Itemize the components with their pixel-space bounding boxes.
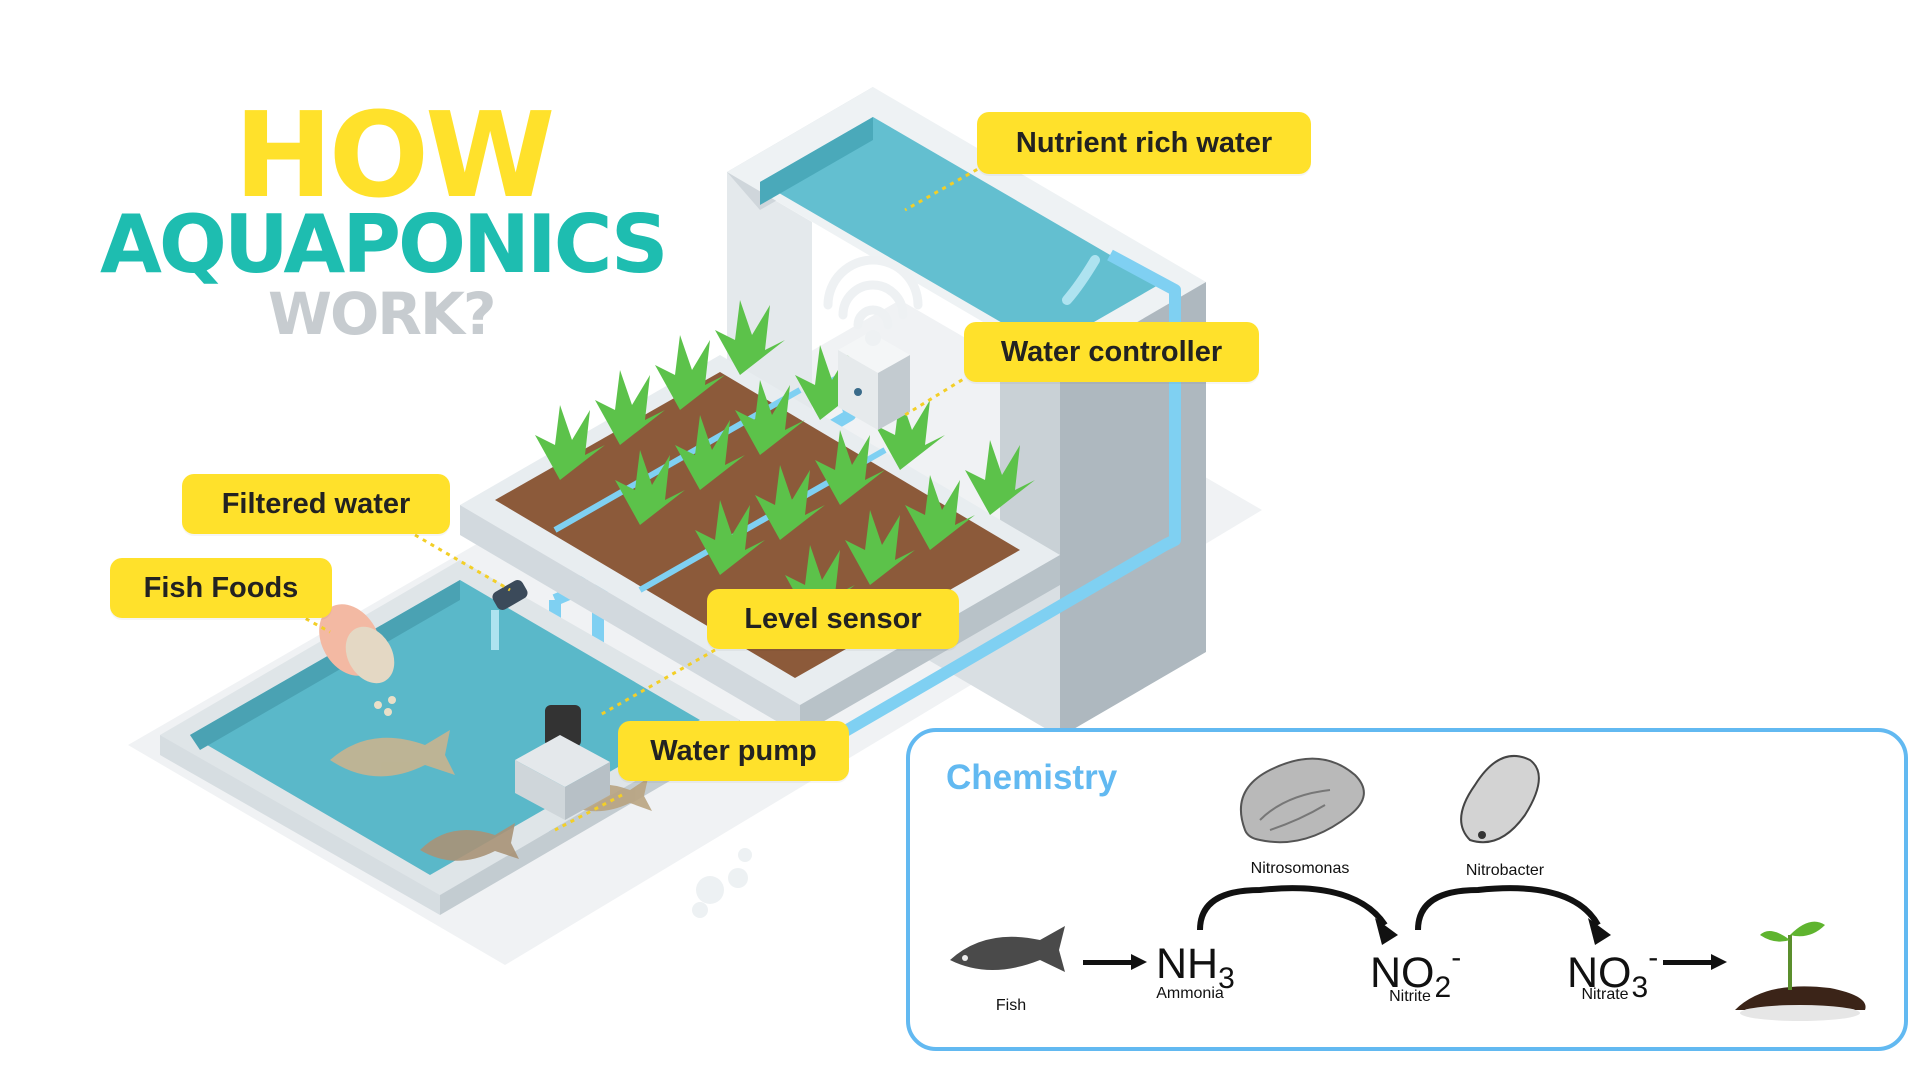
nitrate-formula: NO3- <box>1567 943 1658 1003</box>
no3-base: NO <box>1567 949 1632 997</box>
callout-filtered-water: Filtered water <box>182 474 450 534</box>
chemistry-title: Chemistry <box>946 758 1118 797</box>
ammonia-formula: NH3 <box>1156 943 1235 994</box>
no2-sub: 2 <box>1434 971 1452 1004</box>
nitrate-label: Nitrate <box>1581 986 1629 1003</box>
callout-water-controller: Water controller <box>964 322 1259 382</box>
nitrosomonas-label: Nitrosomonas <box>1250 860 1350 877</box>
water-controller-device <box>838 332 910 430</box>
fish-label: Fish <box>995 997 1027 1014</box>
nitrite-label: Nitrite <box>1389 988 1431 1005</box>
nh3-sub: 3 <box>1218 962 1235 995</box>
callout-level-sensor: Level sensor <box>707 589 959 649</box>
nitrobacter-label: Nitrobacter <box>1465 862 1545 879</box>
title-work: WORK? <box>268 280 497 348</box>
no3-sup: - <box>1648 941 1659 974</box>
no2-sup: - <box>1451 941 1462 974</box>
title-aquaponics: AQUAPONICS <box>100 198 669 291</box>
callout-leaders <box>289 163 986 832</box>
nitrite-formula: NO2- <box>1370 943 1461 1003</box>
wifi-icon <box>823 255 923 346</box>
title-how: HOW <box>234 86 555 224</box>
nh3-base: NH <box>1156 940 1219 988</box>
bubbles <box>692 848 752 918</box>
fish-tank <box>160 560 740 915</box>
callout-nutrient-rich-water: Nutrient rich water <box>977 112 1311 174</box>
no3-sub: 3 <box>1631 971 1649 1004</box>
callout-fish-foods: Fish Foods <box>110 558 332 618</box>
ammonia-label: Ammonia <box>1156 985 1224 1002</box>
callout-water-pump: Water pump <box>618 721 849 781</box>
no2-base: NO <box>1370 949 1435 997</box>
